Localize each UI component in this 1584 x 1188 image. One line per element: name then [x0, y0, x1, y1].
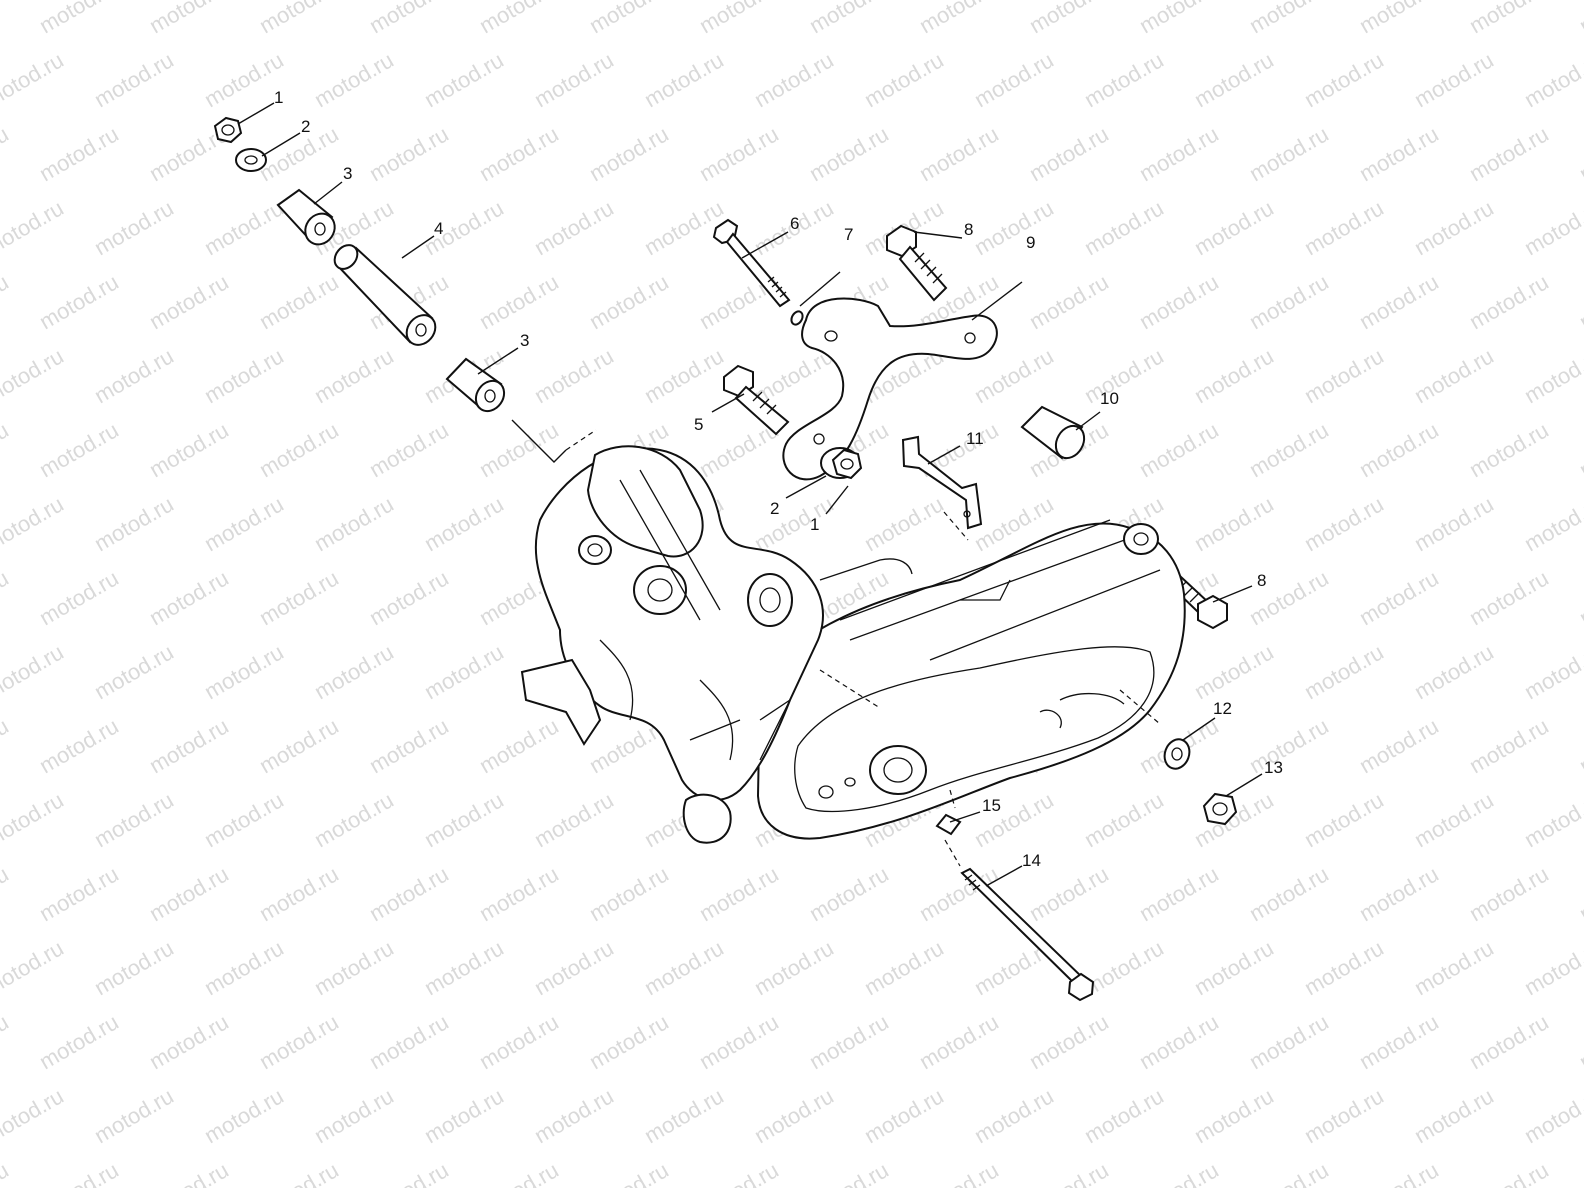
part-1-nut-top	[213, 116, 243, 144]
part-1-nut-lower	[831, 448, 863, 480]
callout-3-top: 3	[343, 164, 352, 183]
watermark-text: motod.ru	[1575, 0, 1584, 38]
callout-5: 5	[694, 415, 703, 434]
part-15-pin	[935, 813, 962, 836]
callout-14: 14	[1022, 851, 1041, 870]
part-12-washer	[1163, 738, 1191, 770]
engine-crankcase-assembly	[520, 445, 1186, 844]
callout-numbers: 1 2 3 4 3 6 7 8 9 5 10 11 2 1 8 12 13 15…	[274, 88, 1283, 870]
part-3-bushing-lower	[445, 357, 506, 413]
callout-1-top: 1	[274, 88, 283, 107]
part-9-bracket	[782, 297, 998, 481]
callout-3-lower: 3	[520, 331, 529, 350]
part-3-bushing-top	[276, 188, 336, 246]
part-4-sleeve	[333, 244, 437, 346]
callout-2-lower: 2	[770, 499, 779, 518]
callout-9: 9	[1026, 233, 1035, 252]
callout-13: 13	[1264, 758, 1283, 777]
part-11-bracket	[901, 435, 983, 530]
part-13-nut	[1202, 792, 1238, 826]
callout-12: 12	[1213, 699, 1232, 718]
part-6-bolt	[712, 218, 791, 308]
part-14-long-bolt	[960, 867, 1095, 1002]
callout-7: 7	[844, 225, 853, 244]
callout-11: 11	[966, 429, 984, 448]
callout-2-top: 2	[301, 117, 310, 136]
part-8-bolt-top	[886, 224, 948, 302]
callout-6: 6	[790, 214, 799, 233]
callout-4: 4	[434, 219, 443, 238]
part-2-washer-top	[235, 148, 267, 172]
callout-8-right: 8	[1257, 571, 1266, 590]
callout-8-top: 8	[964, 220, 973, 239]
part-10-bushing	[1020, 405, 1086, 460]
part-5-bolt	[723, 364, 790, 436]
callout-10: 10	[1100, 389, 1119, 408]
callout-leader-lines	[237, 102, 1263, 887]
part-7-washer	[790, 310, 804, 326]
callout-15: 15	[982, 796, 1001, 815]
callout-1-lower: 1	[810, 515, 819, 534]
assembly-guide-lines	[511, 419, 1161, 867]
